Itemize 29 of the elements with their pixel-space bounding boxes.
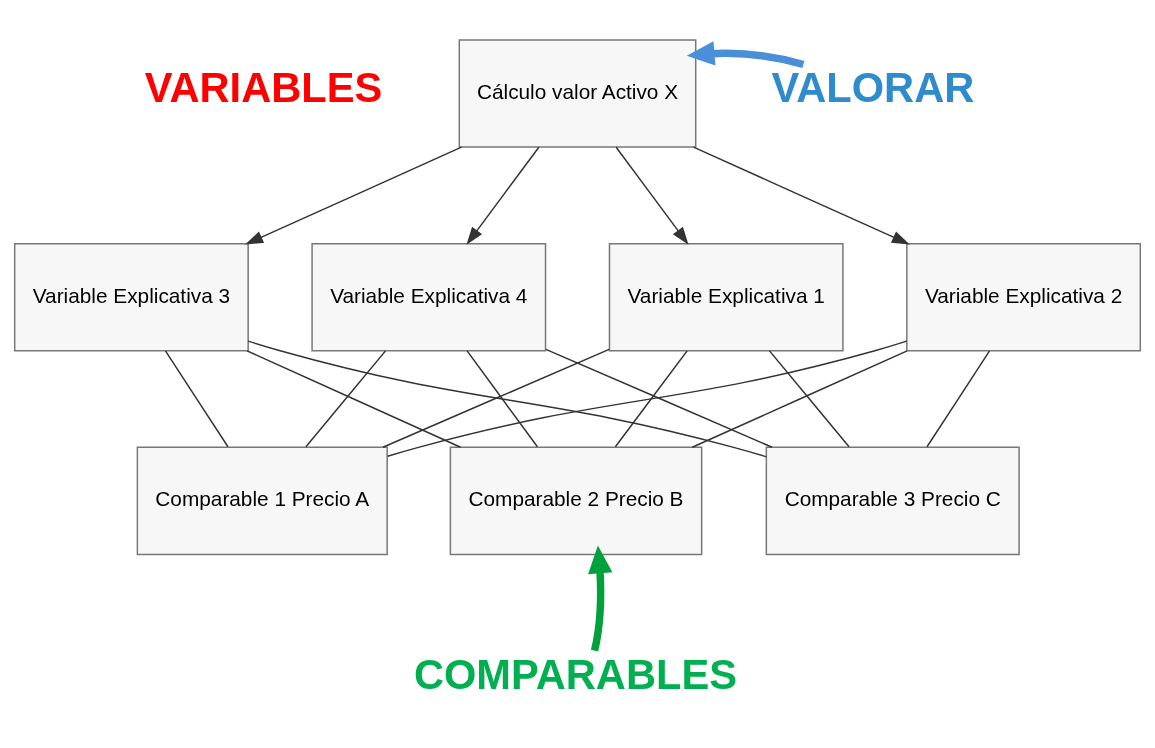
connector: [466, 349, 539, 447]
node-box: Variable Explicativa 2: [906, 242, 1142, 351]
node-box: Variable Explicativa 4: [311, 242, 547, 351]
connector: [386, 339, 908, 457]
node-box: Variable Explicativa 3: [13, 242, 249, 351]
label: VARIABLES: [144, 63, 383, 111]
arrow: [245, 145, 463, 244]
connector: [164, 349, 229, 447]
node-box: Comparable 3 Precio C: [765, 446, 1020, 555]
connector: [545, 348, 773, 448]
connector: [382, 348, 610, 448]
node-box: Comparable 2 Precio B: [449, 446, 703, 555]
node-box: Cálculo valor Activo X: [458, 38, 697, 148]
connector: [246, 349, 462, 448]
arrow: [615, 145, 689, 245]
node-text: COMPARABLES: [413, 650, 737, 698]
connector: [691, 349, 908, 448]
arrow: [588, 545, 613, 651]
connector: [614, 349, 688, 447]
node-text: VALORAR: [771, 63, 975, 111]
connector: [305, 349, 387, 447]
arrow: [466, 145, 540, 245]
connector: [926, 349, 991, 447]
connector: [768, 349, 850, 447]
node-box: Comparable 1 Precio A: [136, 446, 388, 555]
arrow: [686, 40, 805, 68]
arrow: [692, 145, 910, 244]
node-box: Variable Explicativa 1: [608, 242, 844, 351]
connector: [247, 339, 768, 457]
